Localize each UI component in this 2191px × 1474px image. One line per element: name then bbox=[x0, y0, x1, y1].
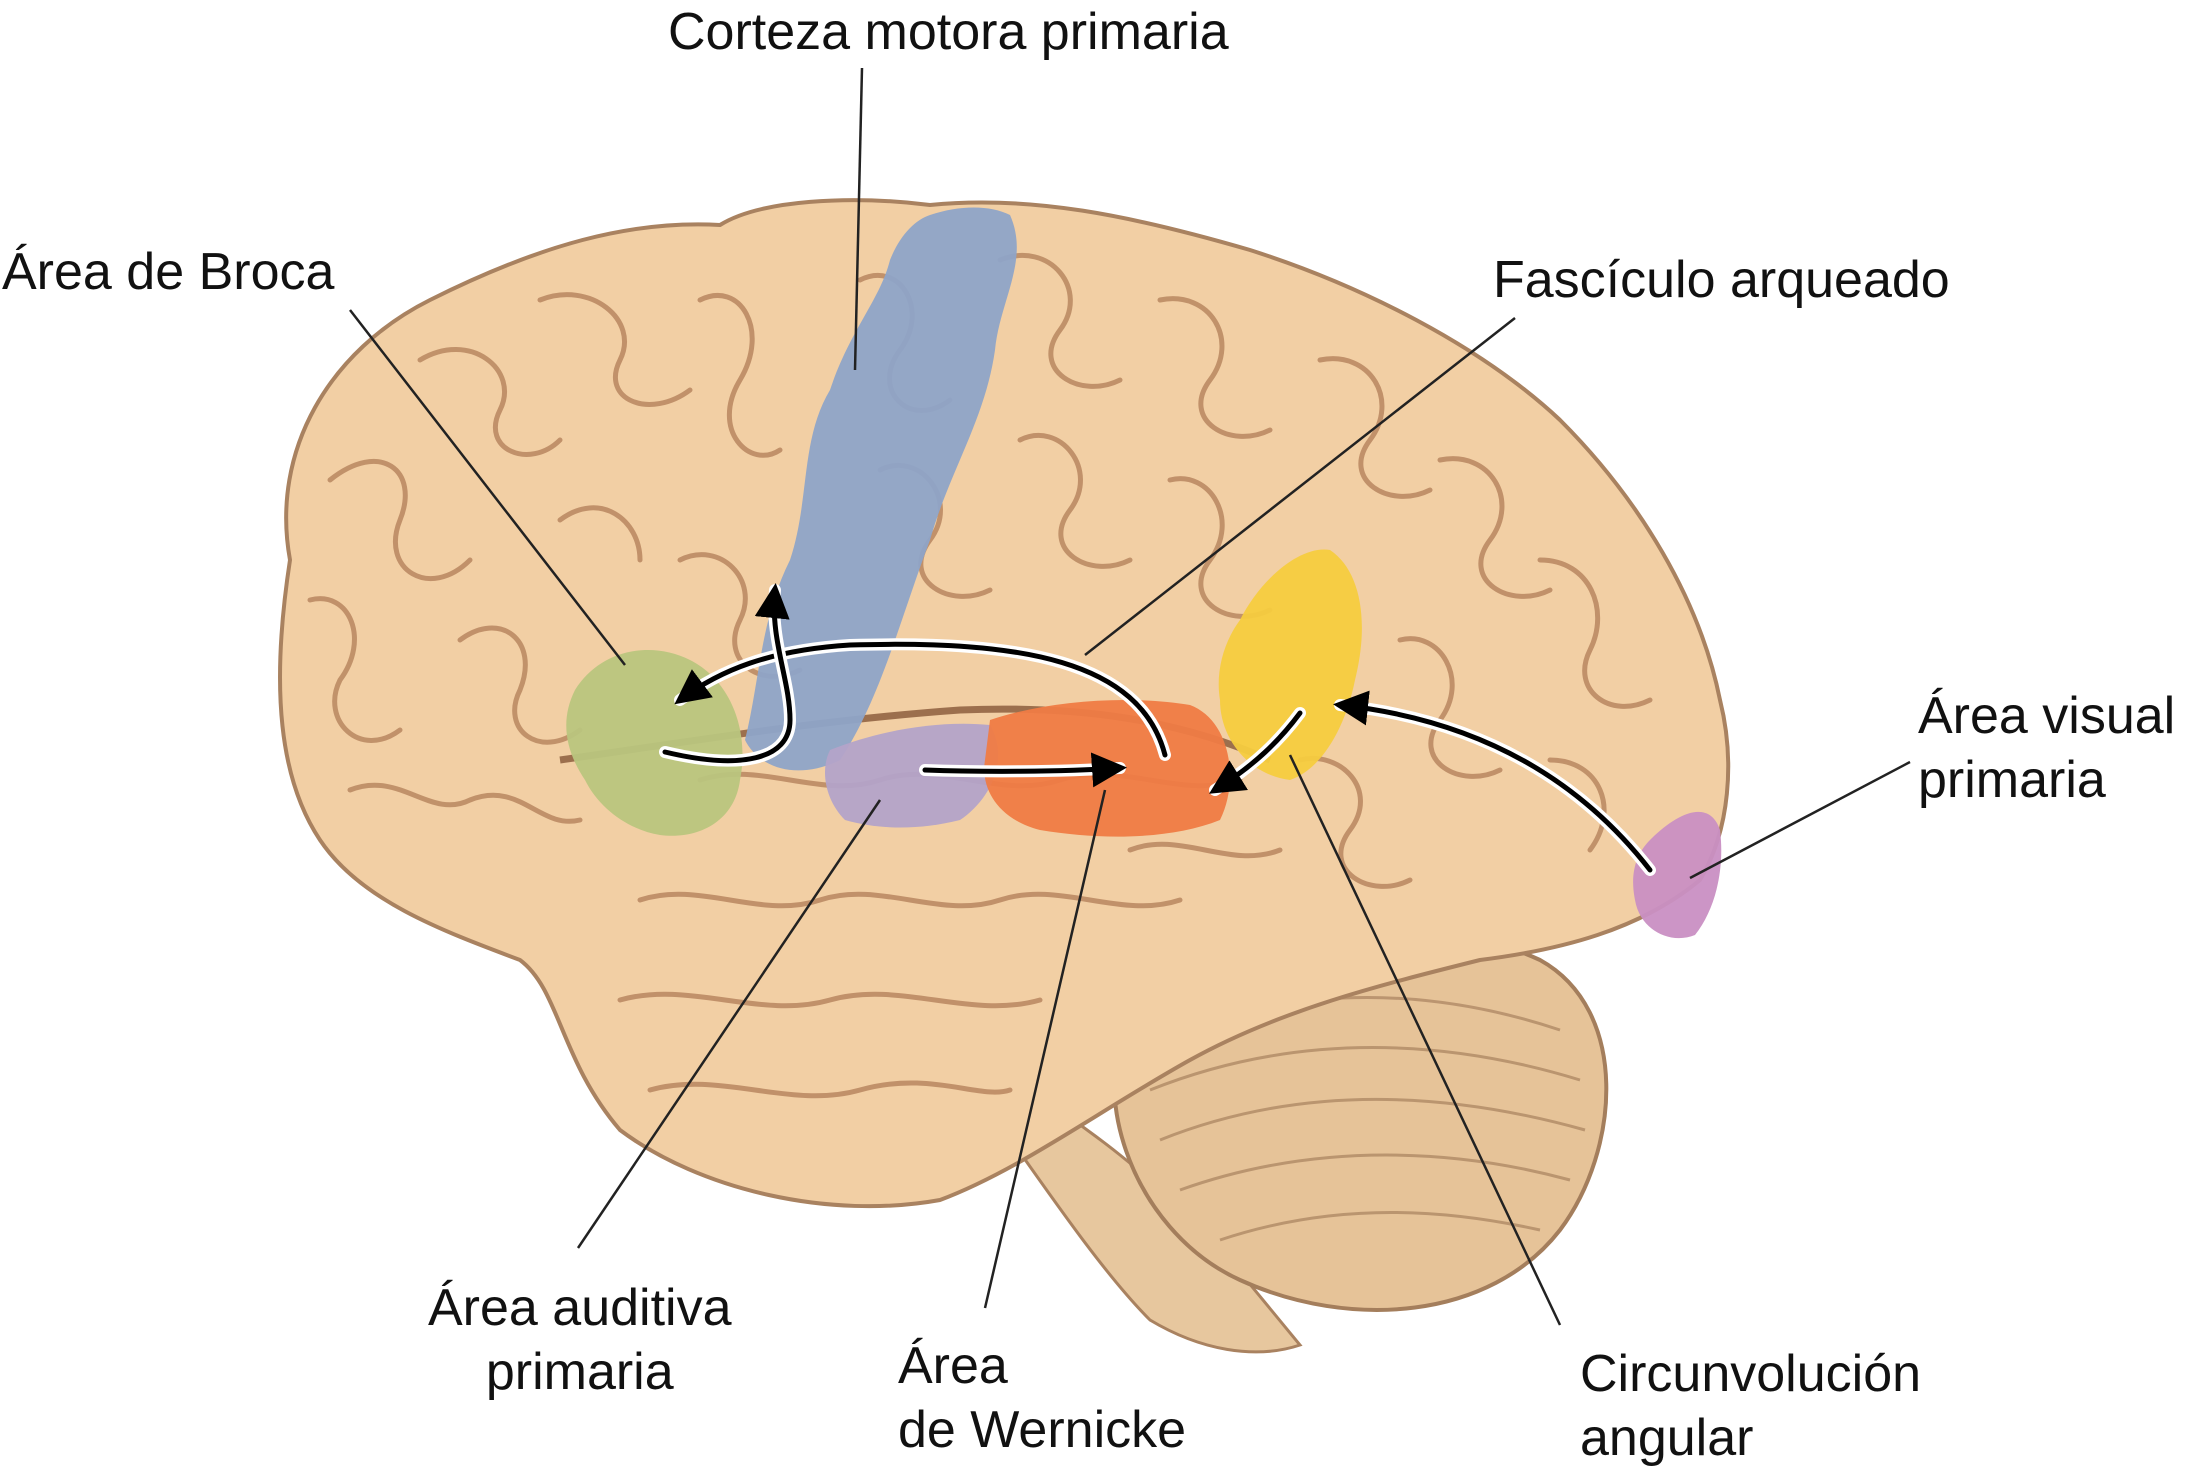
label-motor-cortex: Corteza motora primaria bbox=[668, 0, 1229, 64]
auditory-region bbox=[825, 723, 999, 828]
leader-motor bbox=[853, 67, 864, 371]
angular-to-wernicke-arrow bbox=[1209, 710, 1303, 794]
label-wernicke-area: Área de Wernicke bbox=[898, 1334, 1186, 1462]
leader-visual bbox=[1689, 760, 1911, 880]
label-arcuate-fasciculus: Fascículo arqueado bbox=[1493, 248, 1950, 312]
leader-wernicke bbox=[983, 789, 1107, 1309]
label-visual-line1: Área visual bbox=[1918, 687, 2176, 745]
label-auditory-line2: primaria bbox=[485, 1343, 674, 1401]
label-auditory-line1: Área auditiva bbox=[428, 1279, 732, 1337]
label-visual-line2: primaria bbox=[1918, 751, 2106, 809]
angular-region bbox=[1218, 549, 1362, 780]
auditory-to-wernicke-arrow bbox=[922, 752, 1127, 788]
arcuate-arrow bbox=[674, 641, 1168, 758]
label-arcuate-fasciculus-text: Fascículo arqueado bbox=[1493, 251, 1950, 309]
label-motor-cortex-text: Corteza motora primaria bbox=[668, 3, 1229, 61]
label-wernicke-line1: Área bbox=[898, 1337, 1008, 1395]
label-broca: Área de Broca bbox=[2, 240, 334, 304]
leader-auditory bbox=[576, 799, 882, 1249]
visual-to-angular-arrow bbox=[1333, 690, 1653, 873]
label-auditory-area: Área auditiva primaria bbox=[428, 1276, 732, 1404]
motor-cortex-region bbox=[745, 207, 1017, 771]
label-wernicke-line2: de Wernicke bbox=[898, 1401, 1187, 1459]
leader-angular bbox=[1288, 754, 1562, 1326]
label-broca-text: Área de Broca bbox=[2, 243, 335, 301]
label-visual-area: Área visual primaria bbox=[1918, 684, 2175, 812]
leader-fasciculus bbox=[1084, 317, 1516, 656]
leader-broca bbox=[349, 309, 626, 666]
label-angular-line2: angular bbox=[1580, 1409, 1754, 1467]
brain-stem bbox=[988, 1078, 1303, 1354]
broca-to-motor-arrow bbox=[662, 583, 793, 764]
label-angular-gyrus: Circunvolución angular bbox=[1580, 1342, 1921, 1470]
visual-region bbox=[1633, 811, 1722, 939]
label-angular-line1: Circunvolución bbox=[1580, 1345, 1922, 1403]
